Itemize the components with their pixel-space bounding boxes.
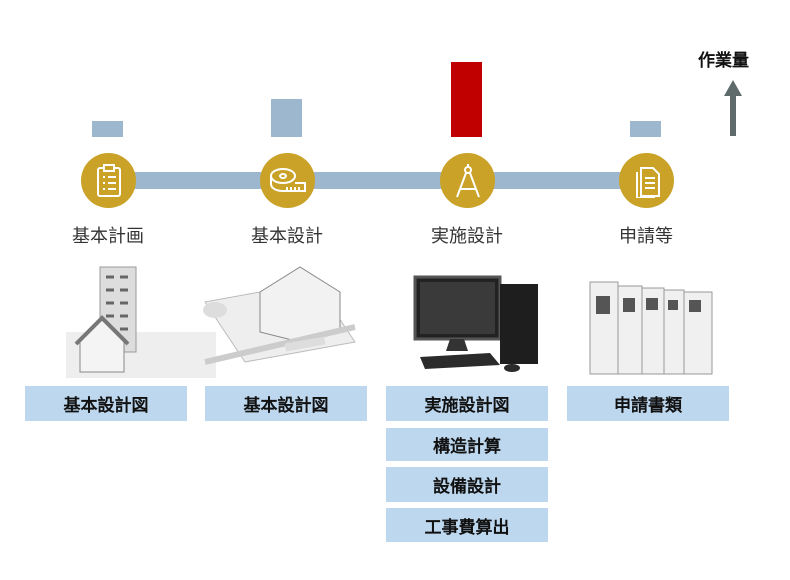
phase-label: 申請等 (619, 226, 673, 247)
deliverable-box: 設備設計 (386, 467, 548, 502)
building-illustration (66, 266, 216, 378)
deliverable-box: 構造計算 (386, 428, 548, 461)
document-icon (619, 153, 674, 208)
phase-label: 基本設計 (251, 226, 323, 247)
workload-axis-label: 作業量 (698, 51, 749, 71)
timeline-bar (108, 172, 646, 189)
blueprint-illustration (203, 266, 356, 365)
workload-bar (92, 121, 123, 137)
deliverable-box: 実施設計図 (386, 386, 548, 421)
workload-bar (451, 62, 482, 137)
tape-measure-icon (260, 153, 315, 208)
deliverable-box: 基本設計図 (205, 386, 367, 421)
compass-icon (440, 153, 495, 208)
deliverable-box: 基本設計図 (25, 386, 187, 421)
clipboard-icon (81, 153, 136, 208)
deliverable-box: 申請書類 (567, 386, 729, 421)
phase-label: 基本計画 (72, 226, 144, 247)
binders-illustration (589, 281, 713, 375)
deliverable-box: 工事費算出 (386, 508, 548, 542)
phase-label: 実施設計 (431, 226, 503, 247)
arrow-up-icon (724, 80, 742, 136)
computer-illustration (413, 275, 538, 372)
workload-bar (271, 99, 302, 137)
workload-bar (630, 121, 661, 137)
